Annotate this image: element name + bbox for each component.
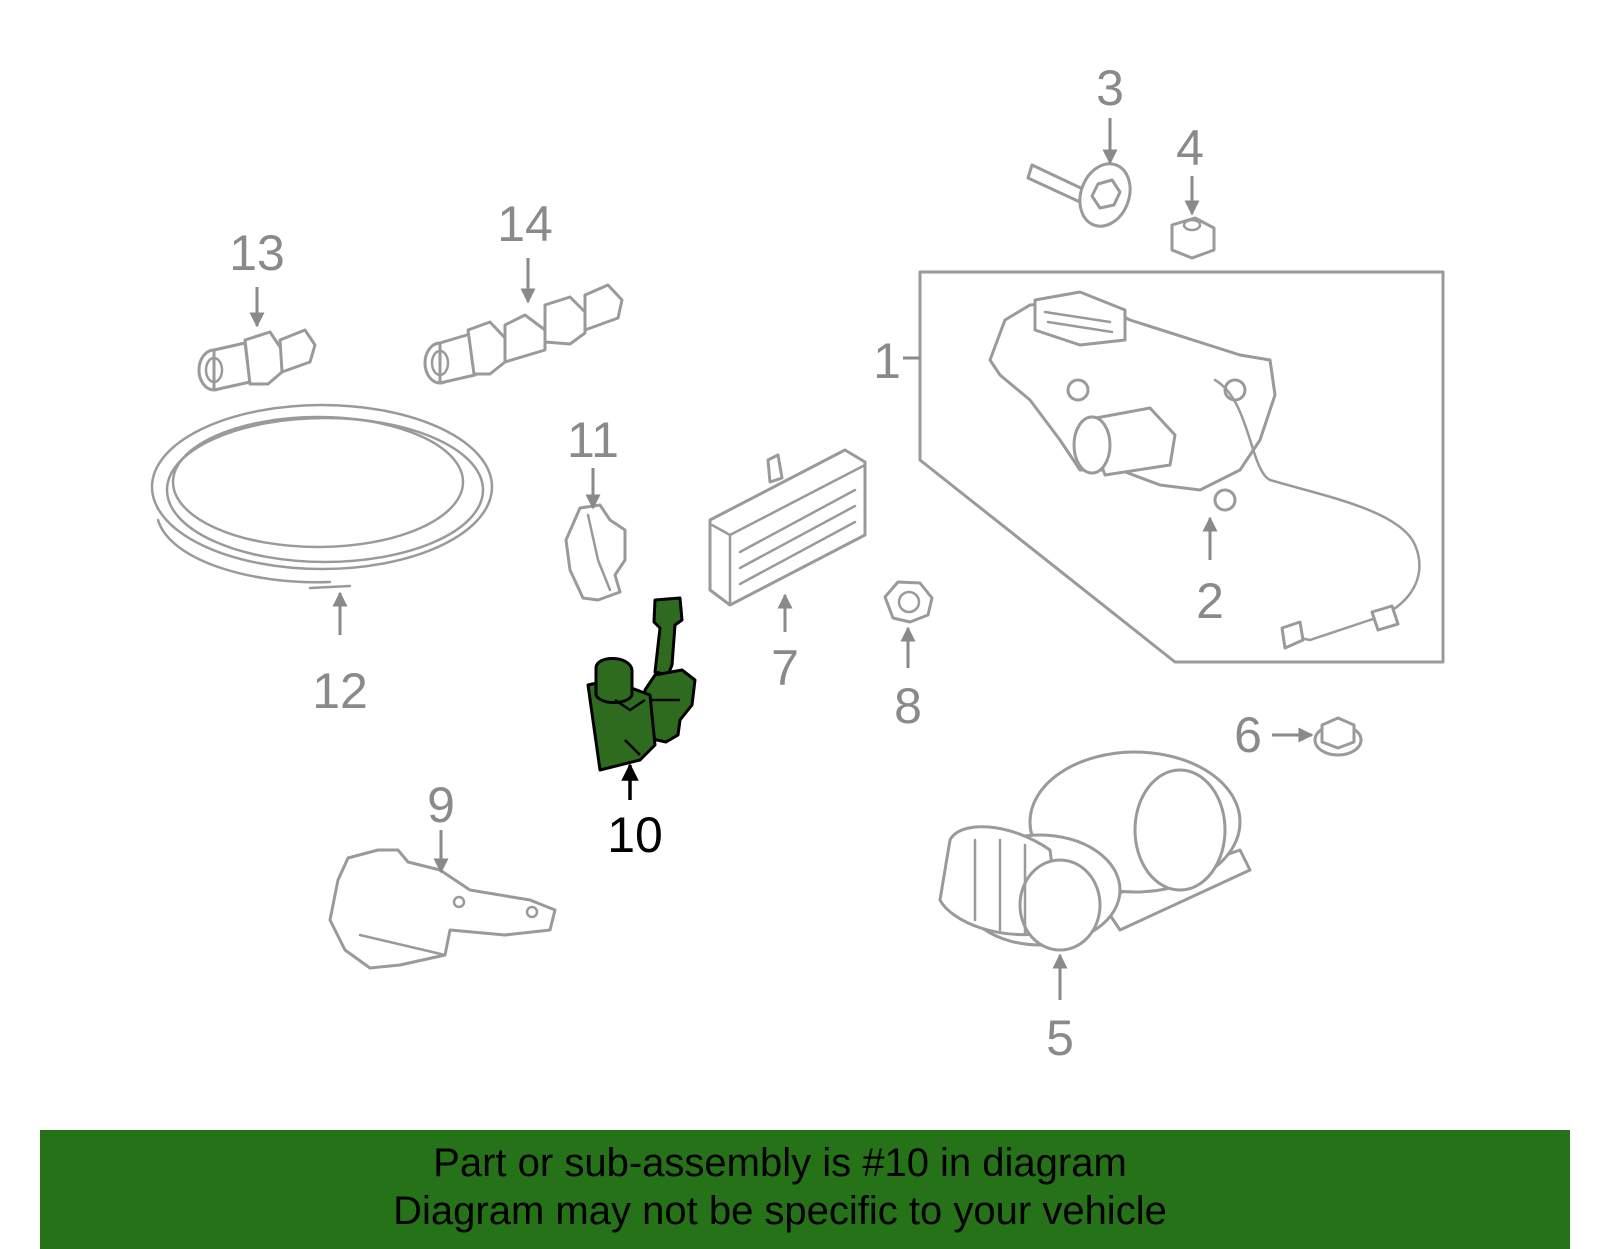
part-4-nut[interactable] [1170, 216, 1216, 260]
callout-12: 12 [312, 663, 368, 719]
part-10-height-sensor[interactable] [586, 596, 697, 772]
wire-harness [1213, 378, 1421, 642]
part-14-union[interactable] [423, 283, 624, 385]
callout-8: 8 [894, 678, 922, 734]
part-7-cover[interactable] [708, 448, 867, 607]
part-11-clip[interactable] [564, 503, 627, 602]
callout-7: 7 [771, 640, 799, 696]
banner-line-1: Part or sub-assembly is #10 in diagram [433, 1141, 1127, 1185]
part-3-bolt[interactable] [1026, 157, 1138, 234]
callout-9: 9 [427, 777, 455, 833]
part-5-reservoir[interactable] [938, 750, 1252, 952]
callout-1: 1 [873, 333, 901, 389]
callout-11: 11 [567, 412, 619, 468]
part-12-air-line[interactable] [150, 403, 494, 590]
parts-diagram: 1 2 3 4 5 6 7 [150, 60, 1445, 1066]
part-13-connector[interactable] [197, 328, 317, 392]
banner-line-2: Diagram may not be specific to your vehi… [393, 1189, 1167, 1233]
wire-connector [1280, 620, 1305, 650]
part-9-bracket[interactable] [328, 848, 557, 970]
callout-2: 2 [1196, 573, 1224, 629]
callout-14: 14 [497, 196, 553, 252]
part-6-flange-nut[interactable] [1313, 716, 1363, 757]
callout-4: 4 [1176, 120, 1204, 176]
callout-5: 5 [1046, 1010, 1074, 1066]
part-1-compressor-assembly[interactable] [918, 270, 1445, 664]
callout-13: 13 [229, 225, 285, 281]
callout-3: 3 [1096, 60, 1124, 116]
info-banner: Part or sub-assembly is #10 in diagram D… [40, 1130, 1570, 1249]
callout-10: 10 [607, 807, 663, 863]
part-8-nut[interactable] [883, 580, 934, 624]
callout-6: 6 [1234, 707, 1262, 763]
